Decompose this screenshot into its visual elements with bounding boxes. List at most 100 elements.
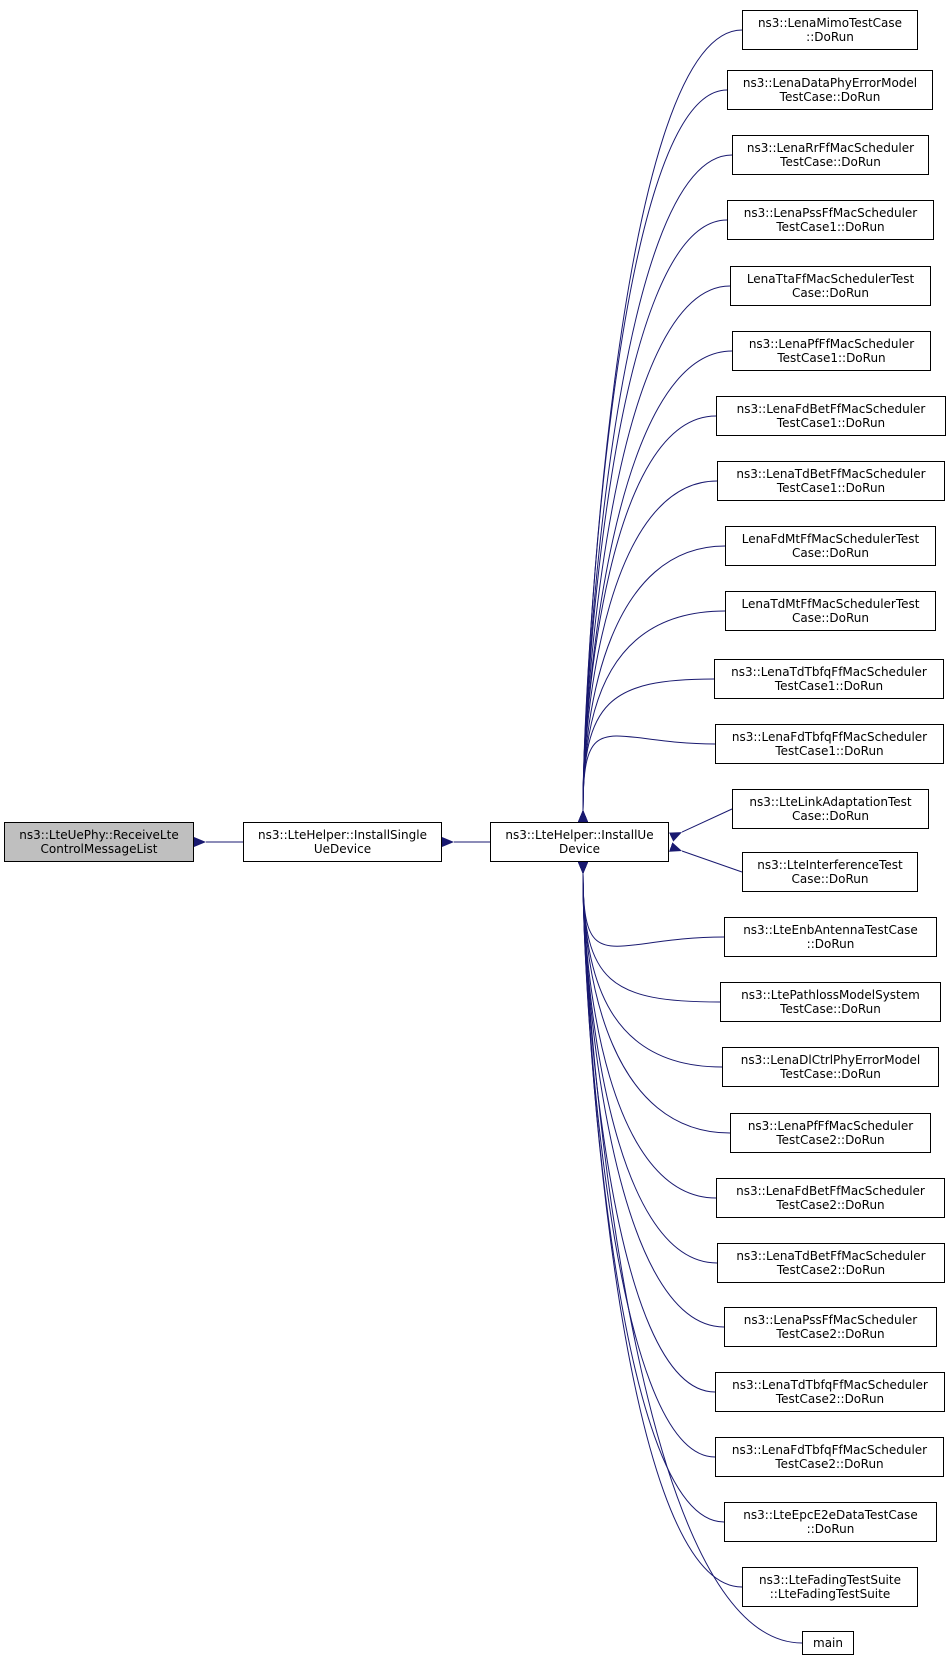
node-label-line: ns3::LenaDlCtrlPhyErrorModel	[740, 1053, 921, 1067]
node-label-line: ns3::LenaFdTbfqFfMacScheduler	[731, 730, 928, 744]
node-install-ue-device[interactable]: ns3::LteHelper::InstallUe Device	[490, 822, 669, 862]
node-label-line: ns3::LenaFdTbfqFfMacScheduler	[731, 1443, 928, 1457]
caller-node[interactable]: ns3::LteFadingTestSuite::LteFadingTestSu…	[742, 1567, 918, 1607]
node-label-line: ns3::LteEpcE2eDataTestCase	[743, 1508, 918, 1522]
node-label-line: ::DoRun	[806, 30, 854, 44]
call-edge	[669, 808, 733, 842]
call-edge	[577, 735, 716, 823]
node-label-line: UeDevice	[313, 842, 372, 856]
node-label-line: LenaFdMtFfMacSchedulerTest	[741, 532, 920, 546]
node-label-line: ns3::LenaFdBetFfMacScheduler	[736, 1184, 925, 1198]
node-label-line: ns3::LenaPfFfMacScheduler	[748, 337, 915, 351]
node-label-line: ns3::LenaTdTbfqFfMacScheduler	[732, 1378, 928, 1392]
node-label-line: ns3::LenaMimoTestCase	[757, 16, 903, 30]
call-edge	[577, 480, 718, 823]
call-edge	[577, 861, 725, 1328]
node-label-line: ::LteFadingTestSuite	[769, 1587, 891, 1601]
node-label-line: ::DoRun	[806, 937, 855, 951]
call-edge	[577, 861, 723, 1068]
node-label-line: ns3::LenaTdBetFfMacScheduler	[736, 1249, 926, 1263]
node-label-line: TestCase2::DoRun	[776, 1263, 886, 1277]
node-label-line: LenaTdMtFfMacSchedulerTest	[741, 597, 920, 611]
call-edge	[577, 861, 743, 1588]
node-label-line: Case::DoRun	[791, 546, 870, 560]
node-label-line: ns3::LteInterferenceTest	[757, 858, 903, 872]
node-label-line: TestCase2::DoRun	[775, 1457, 884, 1471]
node-label-line: ns3::LenaFdBetFfMacScheduler	[736, 402, 926, 416]
call-edge	[577, 861, 731, 1134]
call-edge	[577, 861, 717, 1199]
node-label-line: Case::DoRun	[791, 286, 870, 300]
node-label-line: ns3::LenaTdTbfqFfMacScheduler	[731, 665, 927, 679]
call-edge	[577, 861, 716, 1393]
call-edge	[577, 861, 803, 1644]
call-edge	[669, 842, 743, 873]
node-label-line: Case::DoRun	[791, 809, 870, 823]
node-install-single-ue-device[interactable]: ns3::LteHelper::InstallSingle UeDevice	[243, 822, 442, 862]
node-label-line: ns3::LenaTdBetFfMacScheduler	[736, 467, 926, 481]
node-label-line: ns3::LenaRrFfMacScheduler	[746, 141, 915, 155]
node-label-line: Case::DoRun	[791, 872, 869, 886]
node-label-line: ns3::LteFadingTestSuite	[759, 1573, 901, 1587]
node-label-line: TestCase1::DoRun	[774, 679, 884, 693]
node-label-line: TestCase1::DoRun	[776, 481, 886, 495]
node-label-line: ns3::LtePathlossModelSystem	[741, 988, 920, 1002]
call-edge	[577, 219, 728, 823]
node-label-line: ns3::LteLinkAdaptationTest	[749, 795, 912, 809]
node-label-line: ControlMessageList	[40, 842, 158, 856]
node-label-line: TestCase1::DoRun	[777, 351, 886, 365]
node-label-line: ns3::LenaPssFfMacScheduler	[743, 1313, 918, 1327]
node-label-line: TestCase2::DoRun	[775, 1392, 885, 1406]
node-label-line: Device	[558, 842, 601, 856]
node-label-line: ns3::LenaPssFfMacScheduler	[743, 206, 918, 220]
call-edge	[577, 861, 725, 947]
call-edge	[577, 861, 716, 1458]
node-label-line: ns3::LteHelper::InstallUe	[505, 828, 654, 842]
call-edge	[577, 678, 715, 823]
caller-node[interactable]: ns3::LteEpcE2eDataTestCase::DoRun	[724, 1502, 937, 1542]
caller-node[interactable]: ns3::LenaMimoTestCase::DoRun	[742, 10, 918, 50]
node-label-line: TestCase::DoRun	[780, 1002, 881, 1016]
call-edge	[577, 89, 728, 823]
caller-node[interactable]: main	[802, 1631, 854, 1655]
call-edge	[577, 350, 733, 823]
node-label-line: TestCase1::DoRun	[776, 416, 886, 430]
caller-node[interactable]: ns3::LteEnbAntennaTestCase::DoRun	[724, 917, 937, 957]
node-label-line: TestCase::DoRun	[779, 90, 881, 104]
node-label-line: main	[813, 1636, 843, 1650]
node-label-line: ns3::LteEnbAntennaTestCase	[743, 923, 918, 937]
call-edge	[577, 285, 731, 823]
call-edge	[577, 610, 726, 823]
node-label-line: ns3::LteHelper::InstallSingle	[258, 828, 427, 842]
node-label-line: TestCase1::DoRun	[775, 744, 884, 758]
node-label-line: ns3::LenaDataPhyErrorModel	[742, 76, 918, 90]
node-label-line: Case::DoRun	[791, 611, 870, 625]
node-label-line: ::DoRun	[806, 1522, 855, 1536]
node-label-line: ns3::LteUePhy::ReceiveLte	[19, 828, 179, 842]
call-edge	[577, 154, 733, 823]
node-label-line: TestCase2::DoRun	[776, 1198, 885, 1212]
